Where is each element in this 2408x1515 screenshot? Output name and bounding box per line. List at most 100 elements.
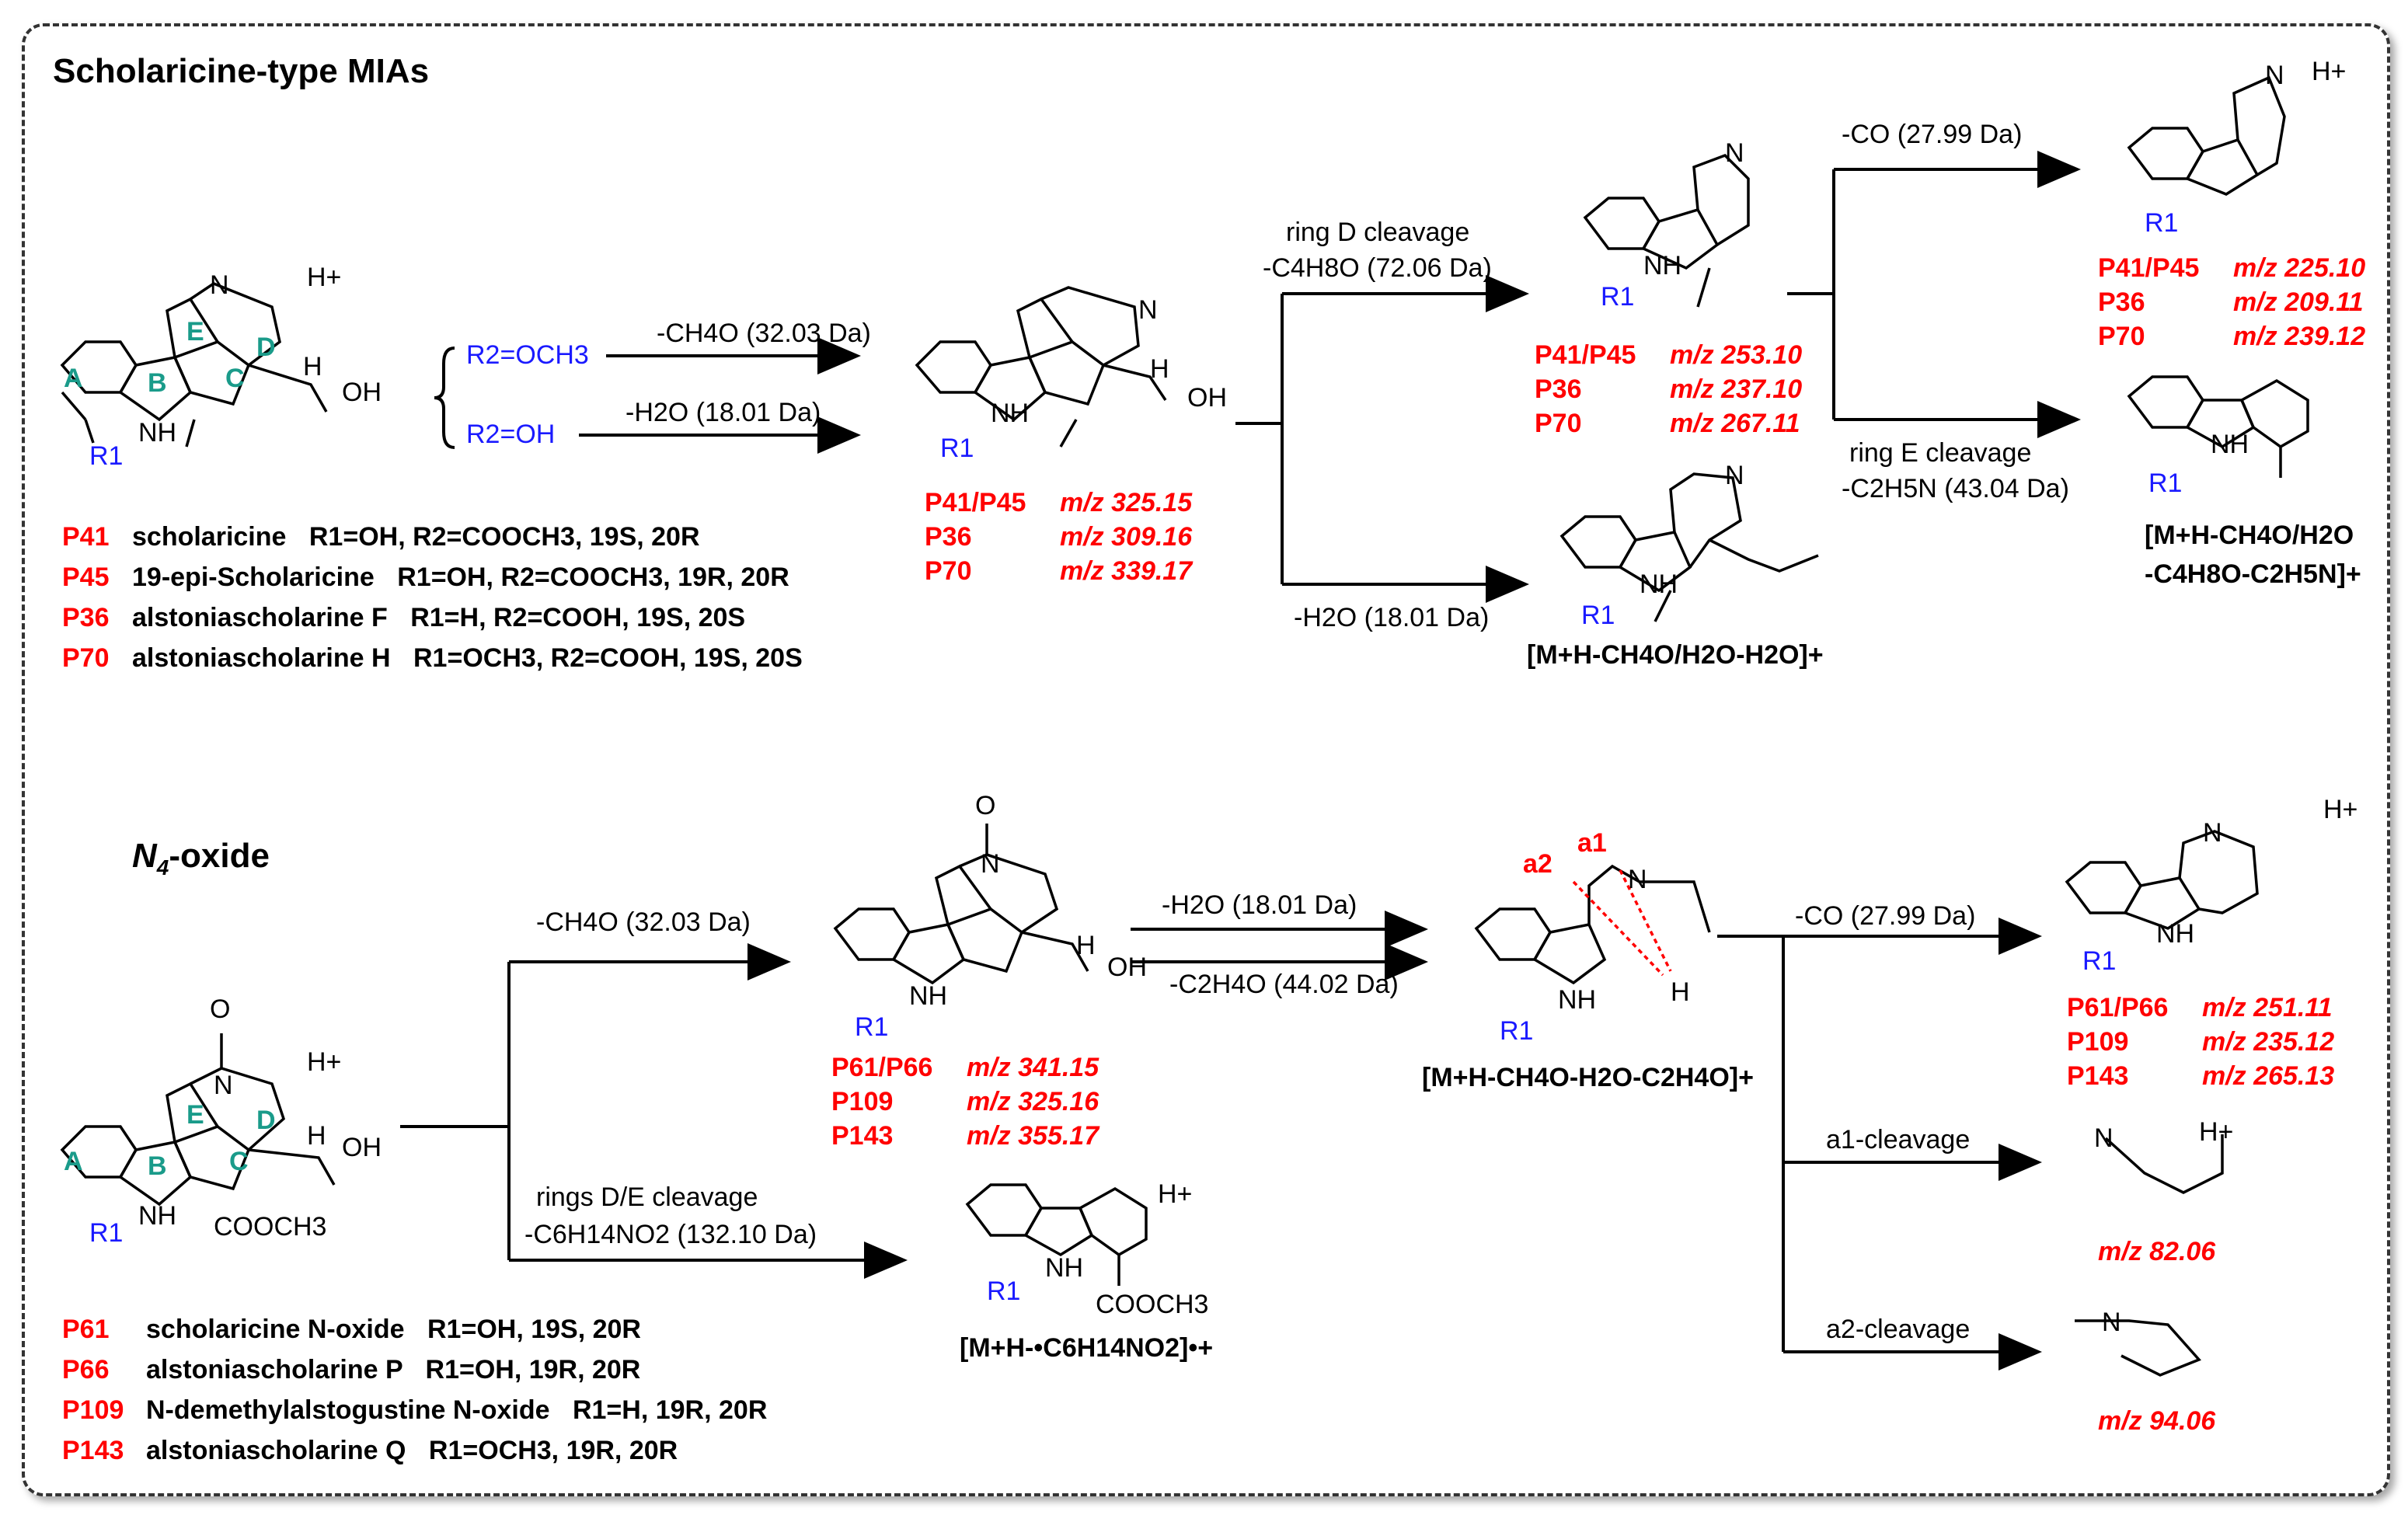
- mz-row: P70 m/z 339.17: [925, 556, 1192, 590]
- atom-nh-n-oxide: NH: [138, 1201, 177, 1231]
- label-co-top: -CO (27.99 Da): [1842, 120, 2023, 149]
- compound-name: scholaricine N-oxide: [146, 1315, 412, 1344]
- ring-label-b-bottom: B: [148, 1151, 167, 1181]
- ring-label-e-bottom: E: [186, 1100, 204, 1130]
- atom-n-n-oxide: N: [214, 1071, 233, 1100]
- atom-o-n-oxide: O: [210, 994, 231, 1024]
- molecule-skeletons: [60, 75, 2309, 1377]
- compound-substituents: R1=OCH3, 19R, 20R: [428, 1436, 678, 1465]
- compound-code: P41: [62, 522, 110, 552]
- label-ringD: ring D cleavage: [1286, 218, 1470, 247]
- mz-row: P36 m/z 237.10: [1535, 374, 1802, 409]
- mz-value: m/z 253.10: [1670, 340, 1803, 370]
- section-title-scholaricine: Scholaricine-type MIAs: [53, 52, 430, 90]
- compound-code: P36: [1535, 374, 1582, 404]
- atom-cooch3-carbazole: COOCH3: [1096, 1290, 1209, 1319]
- ion-label-b2: -C4H8O-C2H5N]+: [2145, 559, 2361, 589]
- compound-code: P70: [925, 556, 972, 586]
- label-ringE: ring E cleavage: [1849, 438, 2032, 468]
- atom-r1-carbazole-bottom: R1: [987, 1276, 1021, 1306]
- compound-name: alstoniascholarine H: [132, 643, 398, 673]
- atom-hplus-carbazole: H+: [1158, 1179, 1193, 1209]
- n-subscript: 4: [156, 855, 169, 879]
- label-c2h5n: -C2H5N (43.04 Da): [1842, 474, 2069, 503]
- atom-nh-parent: NH: [138, 418, 177, 448]
- atom-nh-carbazole-top: NH: [2211, 430, 2249, 459]
- label-a2-cleavage: a2-cleavage: [1826, 1315, 1971, 1344]
- label-ch4o-top: -CH4O (32.03 Da): [657, 319, 871, 348]
- compound-row: P143 alstoniascholarine Q R1=OCH3, 19R, 2…: [62, 1436, 767, 1476]
- compound-name: alstoniascholarine P: [146, 1355, 410, 1384]
- compound-code: P41/P45: [1535, 340, 1636, 370]
- atom-r1-225: R1: [2145, 208, 2179, 238]
- compound-code: P70: [62, 643, 110, 673]
- mz-value: m/z 339.17: [1060, 556, 1193, 586]
- compound-code: P36: [2098, 287, 2145, 317]
- atom-n-325: N: [1138, 295, 1158, 325]
- atom-r1-ion-c: R1: [1500, 1016, 1534, 1046]
- atom-nh-251: NH: [2156, 919, 2195, 949]
- atom-n-parent: N: [210, 270, 229, 300]
- atom-h-n-oxide: H: [307, 1121, 326, 1151]
- atom-oh-parent: OH: [342, 378, 382, 407]
- label-h2o-mid: -H2O (18.01 Da): [1294, 603, 1490, 632]
- compound-substituents: R1=OCH3, R2=COOH, 19S, 20S: [413, 643, 803, 673]
- mz-value: m/z 225.10: [2233, 253, 2366, 283]
- ring-label-c-bottom: C: [229, 1147, 249, 1176]
- mz-value: m/z 237.10: [1670, 374, 1803, 404]
- atom-o-341: O: [975, 791, 996, 820]
- atom-n-251: N: [2203, 818, 2222, 848]
- compound-code: P143: [62, 1436, 124, 1465]
- mz-value: m/z 267.11: [1670, 409, 1800, 438]
- atom-h-325: H: [1150, 354, 1169, 384]
- compound-code: P70: [1535, 409, 1582, 438]
- compound-name: alstoniascholarine Q: [146, 1436, 413, 1465]
- mz-value: m/z 325.15: [1060, 488, 1193, 517]
- compound-code: P41/P45: [925, 488, 1026, 517]
- compound-substituents: R1=OH, R2=COOCH3, 19S, 20R: [308, 522, 700, 552]
- atom-nh-253: NH: [1643, 251, 1682, 280]
- ring-label-b: B: [148, 368, 167, 398]
- compound-substituents: R1=OH, 19S, 20R: [427, 1315, 641, 1344]
- label-h2o-top: -H2O (18.01 Da): [626, 398, 821, 427]
- compound-substituents: R1=OH, 19R, 20R: [425, 1355, 641, 1384]
- atom-hplus-225: H+: [2312, 57, 2347, 86]
- atom-oh-341: OH: [1107, 953, 1147, 982]
- compound-name: alstoniascholarine F: [132, 603, 396, 632]
- mz-value: m/z 341.15: [967, 1053, 1099, 1082]
- atom-r1-ion-a: R1: [1581, 601, 1615, 630]
- atom-r1-253: R1: [1601, 282, 1635, 312]
- mz-value: m/z 235.12: [2202, 1027, 2335, 1057]
- atom-nh-341: NH: [909, 981, 948, 1011]
- atom-r1-parent: R1: [89, 441, 124, 471]
- dashed-frame: [22, 23, 2390, 1496]
- atom-nh-ion-a: NH: [1640, 569, 1678, 599]
- mz-row: P41/P45 m/z 253.10: [1535, 340, 1802, 374]
- atom-n-ion-a: N: [1725, 461, 1744, 490]
- label-c6h14no2: -C6H14NO2 (132.10 Da): [524, 1220, 817, 1249]
- mz-value: m/z 265.13: [2202, 1061, 2335, 1091]
- label-ringsDE: rings D/E cleavage: [536, 1182, 758, 1212]
- ring-label-a-bottom: A: [64, 1147, 83, 1176]
- atom-oh-n-oxide: OH: [342, 1133, 382, 1162]
- atom-hplus-251: H+: [2323, 795, 2358, 824]
- ion-label-a: [M+H-CH4O/H2O-H2O]+: [1527, 640, 1824, 670]
- atom-r1-251: R1: [2082, 946, 2117, 976]
